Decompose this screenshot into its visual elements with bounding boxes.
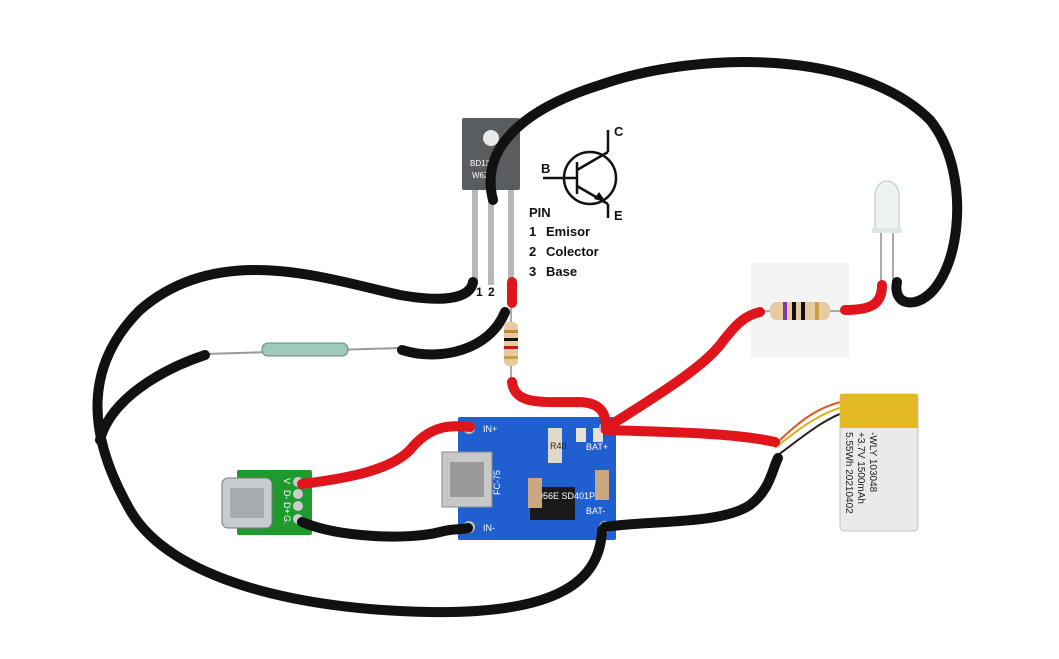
pin-name: Colector <box>546 244 599 259</box>
pin-legend-title: PIN <box>529 205 551 220</box>
wire-resistor-batplus <box>507 377 611 433</box>
wire-batplus-resistor <box>601 307 765 433</box>
wire-reed-left <box>95 350 210 445</box>
pin-bat-minus-label: BAT- <box>586 506 605 516</box>
wire-collector-led <box>485 57 963 308</box>
pin-in-minus-label: IN- <box>483 523 495 533</box>
pin-in-plus-label: IN+ <box>483 424 497 434</box>
red-wires <box>297 277 887 489</box>
wire-usb-v-inplus <box>297 421 475 489</box>
pin-label-1: 1 <box>476 285 483 299</box>
pin-num: 1 <box>529 224 536 239</box>
npn-symbol <box>543 130 618 218</box>
pin-legend: PIN 1 Emisor 2 Colector 3 Base <box>529 205 599 279</box>
wire-resistor-led <box>840 280 887 315</box>
black-wires <box>92 57 963 618</box>
battery: -WLY 103048 +3.7V 1500mAh 5.55Wh 2021040… <box>774 393 919 532</box>
wire-emitter-loop <box>92 265 607 618</box>
wire-usb-gnd <box>297 517 473 542</box>
pin-label-2: 2 <box>488 285 495 299</box>
usb-pin-dminus: D- <box>282 490 292 500</box>
battery-label-3: 5.55Wh 20210402 <box>843 432 854 514</box>
usb-c-board: V D- D+ G. <box>221 470 312 535</box>
charger-board: 4056E SD401P R40 IN+ IN- BAT+ BAT- FC-75 <box>441 417 616 540</box>
battery-label-1: -WLY 103048 <box>867 432 878 493</box>
transistor: BD139 W6Z3 1 2 <box>462 118 520 299</box>
pin-bat-plus-label: BAT+ <box>586 442 608 452</box>
wire-bat-minus <box>600 453 783 532</box>
usb-pin-dplus: D+ <box>282 502 292 514</box>
usb-pin-v: V <box>282 478 292 484</box>
usb-pin-g: G. <box>282 515 292 525</box>
pin-num: 3 <box>529 264 536 279</box>
resistor-base <box>504 305 518 385</box>
reed-switch <box>204 342 401 357</box>
pin-name: Emisor <box>546 224 590 239</box>
transistor-marking-2: W6Z3 <box>472 171 494 180</box>
wire-reed-collector <box>397 307 510 360</box>
led <box>872 180 902 290</box>
wire-batplus-battery <box>601 425 780 447</box>
transistor-marking: BD139 <box>470 159 495 168</box>
pin-name: Base <box>546 264 577 279</box>
chip-marking: 4056E SD401P <box>533 491 595 501</box>
symbol-label-c: C <box>614 124 624 139</box>
resistor-led <box>751 263 849 358</box>
battery-label-2: +3.7V 1500mAh <box>855 432 866 504</box>
symbol-label-e: E <box>614 208 623 223</box>
resistor-code: R40 <box>550 441 567 451</box>
symbol-label-b: B <box>541 161 550 176</box>
board-silk: FC-75 <box>492 470 502 495</box>
pin-num: 2 <box>529 244 536 259</box>
